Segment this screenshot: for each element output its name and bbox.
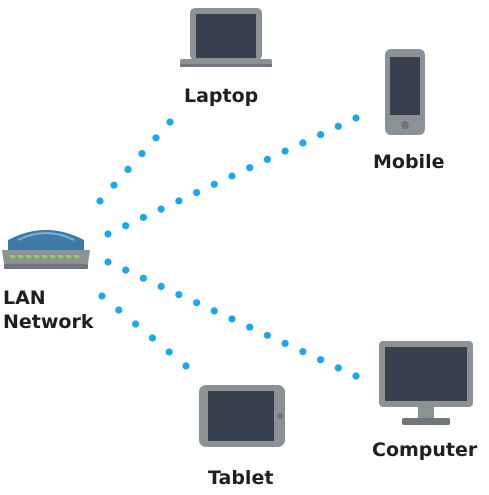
tablet-label: Tablet <box>208 467 274 489</box>
laptop-label: Laptop <box>184 85 259 107</box>
connection-dot <box>139 213 147 221</box>
connection-dot <box>352 372 360 380</box>
connection-dot <box>175 197 183 205</box>
lan-network-label-line-1: LAN <box>3 287 46 309</box>
connection-dot <box>182 362 190 370</box>
connection-dot <box>246 164 254 172</box>
connection-dot <box>334 364 342 372</box>
tablet-icon <box>199 385 285 447</box>
connection-dot <box>96 197 104 205</box>
connection-dot <box>122 222 130 230</box>
connection-dot <box>193 189 201 197</box>
connection-dot <box>166 118 174 126</box>
connection-dot <box>165 348 173 356</box>
mobile-label: Mobile <box>373 151 445 173</box>
connection-dot <box>334 122 342 130</box>
connection-dot <box>281 147 289 155</box>
connection-dot <box>132 320 140 328</box>
connection-dot <box>210 307 218 315</box>
connection-dot <box>175 291 183 299</box>
connection-dot <box>104 258 112 266</box>
desktop-computer-icon <box>379 341 473 425</box>
link-router-mobile <box>104 114 360 238</box>
connection-dot <box>157 205 165 213</box>
laptop-icon <box>180 8 272 67</box>
connection-dot <box>281 339 289 347</box>
link-router-tablet <box>98 292 190 370</box>
router-icon <box>2 230 90 269</box>
connection-dot <box>124 165 132 173</box>
mobile-phone-icon <box>385 49 425 135</box>
connection-dot <box>352 114 360 122</box>
connection-dot <box>228 315 236 323</box>
connection-dot <box>193 299 201 307</box>
connection-dot <box>210 180 218 188</box>
connection-dot <box>104 230 112 238</box>
link-router-computer <box>104 258 360 380</box>
lan-network-label-line-2: Network <box>3 311 94 333</box>
connection-dot <box>157 282 165 290</box>
link-router-laptop <box>96 118 174 205</box>
connection-dot <box>115 306 123 314</box>
connection-dot <box>148 334 156 342</box>
connection-dot <box>228 172 236 180</box>
connection-dot <box>317 131 325 139</box>
connection-dot <box>263 155 271 163</box>
connection-dot <box>98 292 106 300</box>
computer-label: Computer <box>372 439 478 461</box>
connection-dot <box>122 266 130 274</box>
connection-dot <box>317 356 325 364</box>
connection-dot <box>263 331 271 339</box>
connection-dot <box>246 323 254 331</box>
connection-dot <box>152 134 160 142</box>
connection-dot <box>299 348 307 356</box>
connection-dot <box>299 139 307 147</box>
connection-dot <box>138 150 146 158</box>
lan-network-label: LAN Network <box>3 286 113 334</box>
connection-dot <box>110 181 118 189</box>
connection-dot <box>139 274 147 282</box>
